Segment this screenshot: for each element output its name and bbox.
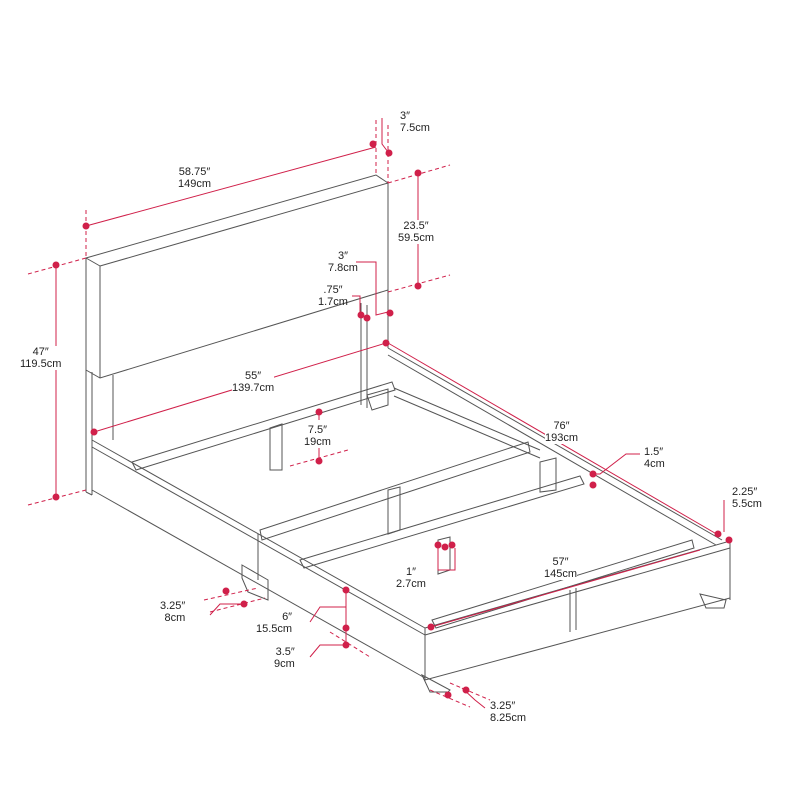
- slat-clearance-label: 7.5″ 19cm: [304, 424, 331, 448]
- headboard-width-in: 58.75″: [178, 166, 211, 178]
- post-gap-cm: 1.7cm: [318, 296, 348, 308]
- slat-clearance-in: 7.5″: [307, 424, 328, 436]
- post-width-label: 3″ 7.8cm: [328, 250, 358, 274]
- side-leg-in: 3.25″: [160, 600, 186, 612]
- length-in: 76″: [553, 420, 570, 432]
- leg-height-in: 3.5″: [275, 646, 295, 658]
- foot-leg-cm: 8.25cm: [490, 712, 527, 724]
- post-width-cm: 7.8cm: [328, 262, 358, 274]
- post-gap-in: .75″: [323, 284, 343, 296]
- footboard-inner-width-in: 57″: [552, 556, 569, 568]
- slats: [131, 381, 695, 629]
- headboard-panel-height-label: 23.5″ 59.5cm: [398, 220, 435, 244]
- footboard: [424, 540, 731, 681]
- rail-ledge-in: 1.5″: [644, 446, 664, 458]
- footboard-depth-in: 2.25″: [732, 486, 758, 498]
- headboard-depth-in: 3″: [400, 110, 411, 122]
- post-gap-label: .75″ 1.7cm: [318, 284, 348, 308]
- length-label: 76″ 193cm: [545, 420, 579, 444]
- footboard-depth-label: 2.25″ 5.5cm: [732, 486, 762, 510]
- total-height-label: 47″ 119.5cm: [20, 346, 62, 370]
- leg-height-label: 3.5″ 9cm: [274, 646, 295, 670]
- support-leg-in: 1″: [405, 566, 416, 578]
- rail-ledge-cm: 4cm: [644, 458, 665, 470]
- rail-ledge-label: 1.5″ 4cm: [644, 446, 665, 470]
- foot-leg-label: 3.25″ 8.25cm: [490, 700, 526, 724]
- footboard-inner-width-cm: 145cm: [544, 568, 578, 580]
- headboard-width-label: 58.75″ 149cm: [178, 166, 211, 190]
- rail-height-label: 6″ 15.5cm: [256, 611, 292, 635]
- inner-width-label: 55″ 139.7cm: [232, 370, 275, 394]
- headboard: [85, 174, 389, 496]
- side-leg-label: 3.25″ 8cm: [160, 600, 185, 624]
- footboard-inner-width-label: 57″ 145cm: [544, 556, 578, 580]
- headboard-panel-height-cm: 59.5cm: [398, 232, 435, 244]
- support-leg-cm: 2.7cm: [396, 578, 426, 590]
- footboard-depth-cm: 5.5cm: [732, 498, 762, 510]
- slat-clearance-cm: 19cm: [304, 436, 331, 448]
- support-leg-label: 1″ 2.7cm: [396, 566, 426, 590]
- leg-height-cm: 9cm: [274, 658, 295, 670]
- headboard-width-cm: 149cm: [178, 178, 212, 190]
- headboard-depth-cm: 7.5cm: [400, 122, 430, 134]
- total-height-in: 47″: [32, 346, 49, 358]
- post-width-in: 3″: [337, 250, 348, 262]
- headboard-panel-height-in: 23.5″: [403, 220, 429, 232]
- rail-height-cm: 15.5cm: [256, 623, 293, 635]
- rail-height-in: 6″: [282, 611, 293, 623]
- headboard-depth-label: 3″ 7.5cm: [400, 110, 430, 134]
- dimension-lines: [27, 118, 733, 709]
- side-leg-cm: 8cm: [164, 612, 186, 624]
- inner-width-cm: 139.7cm: [232, 382, 275, 394]
- total-height-cm: 119.5cm: [20, 358, 62, 370]
- inner-width-in: 55″: [245, 370, 262, 382]
- foot-leg-in: 3.25″: [490, 700, 516, 712]
- length-cm: 193cm: [545, 432, 579, 444]
